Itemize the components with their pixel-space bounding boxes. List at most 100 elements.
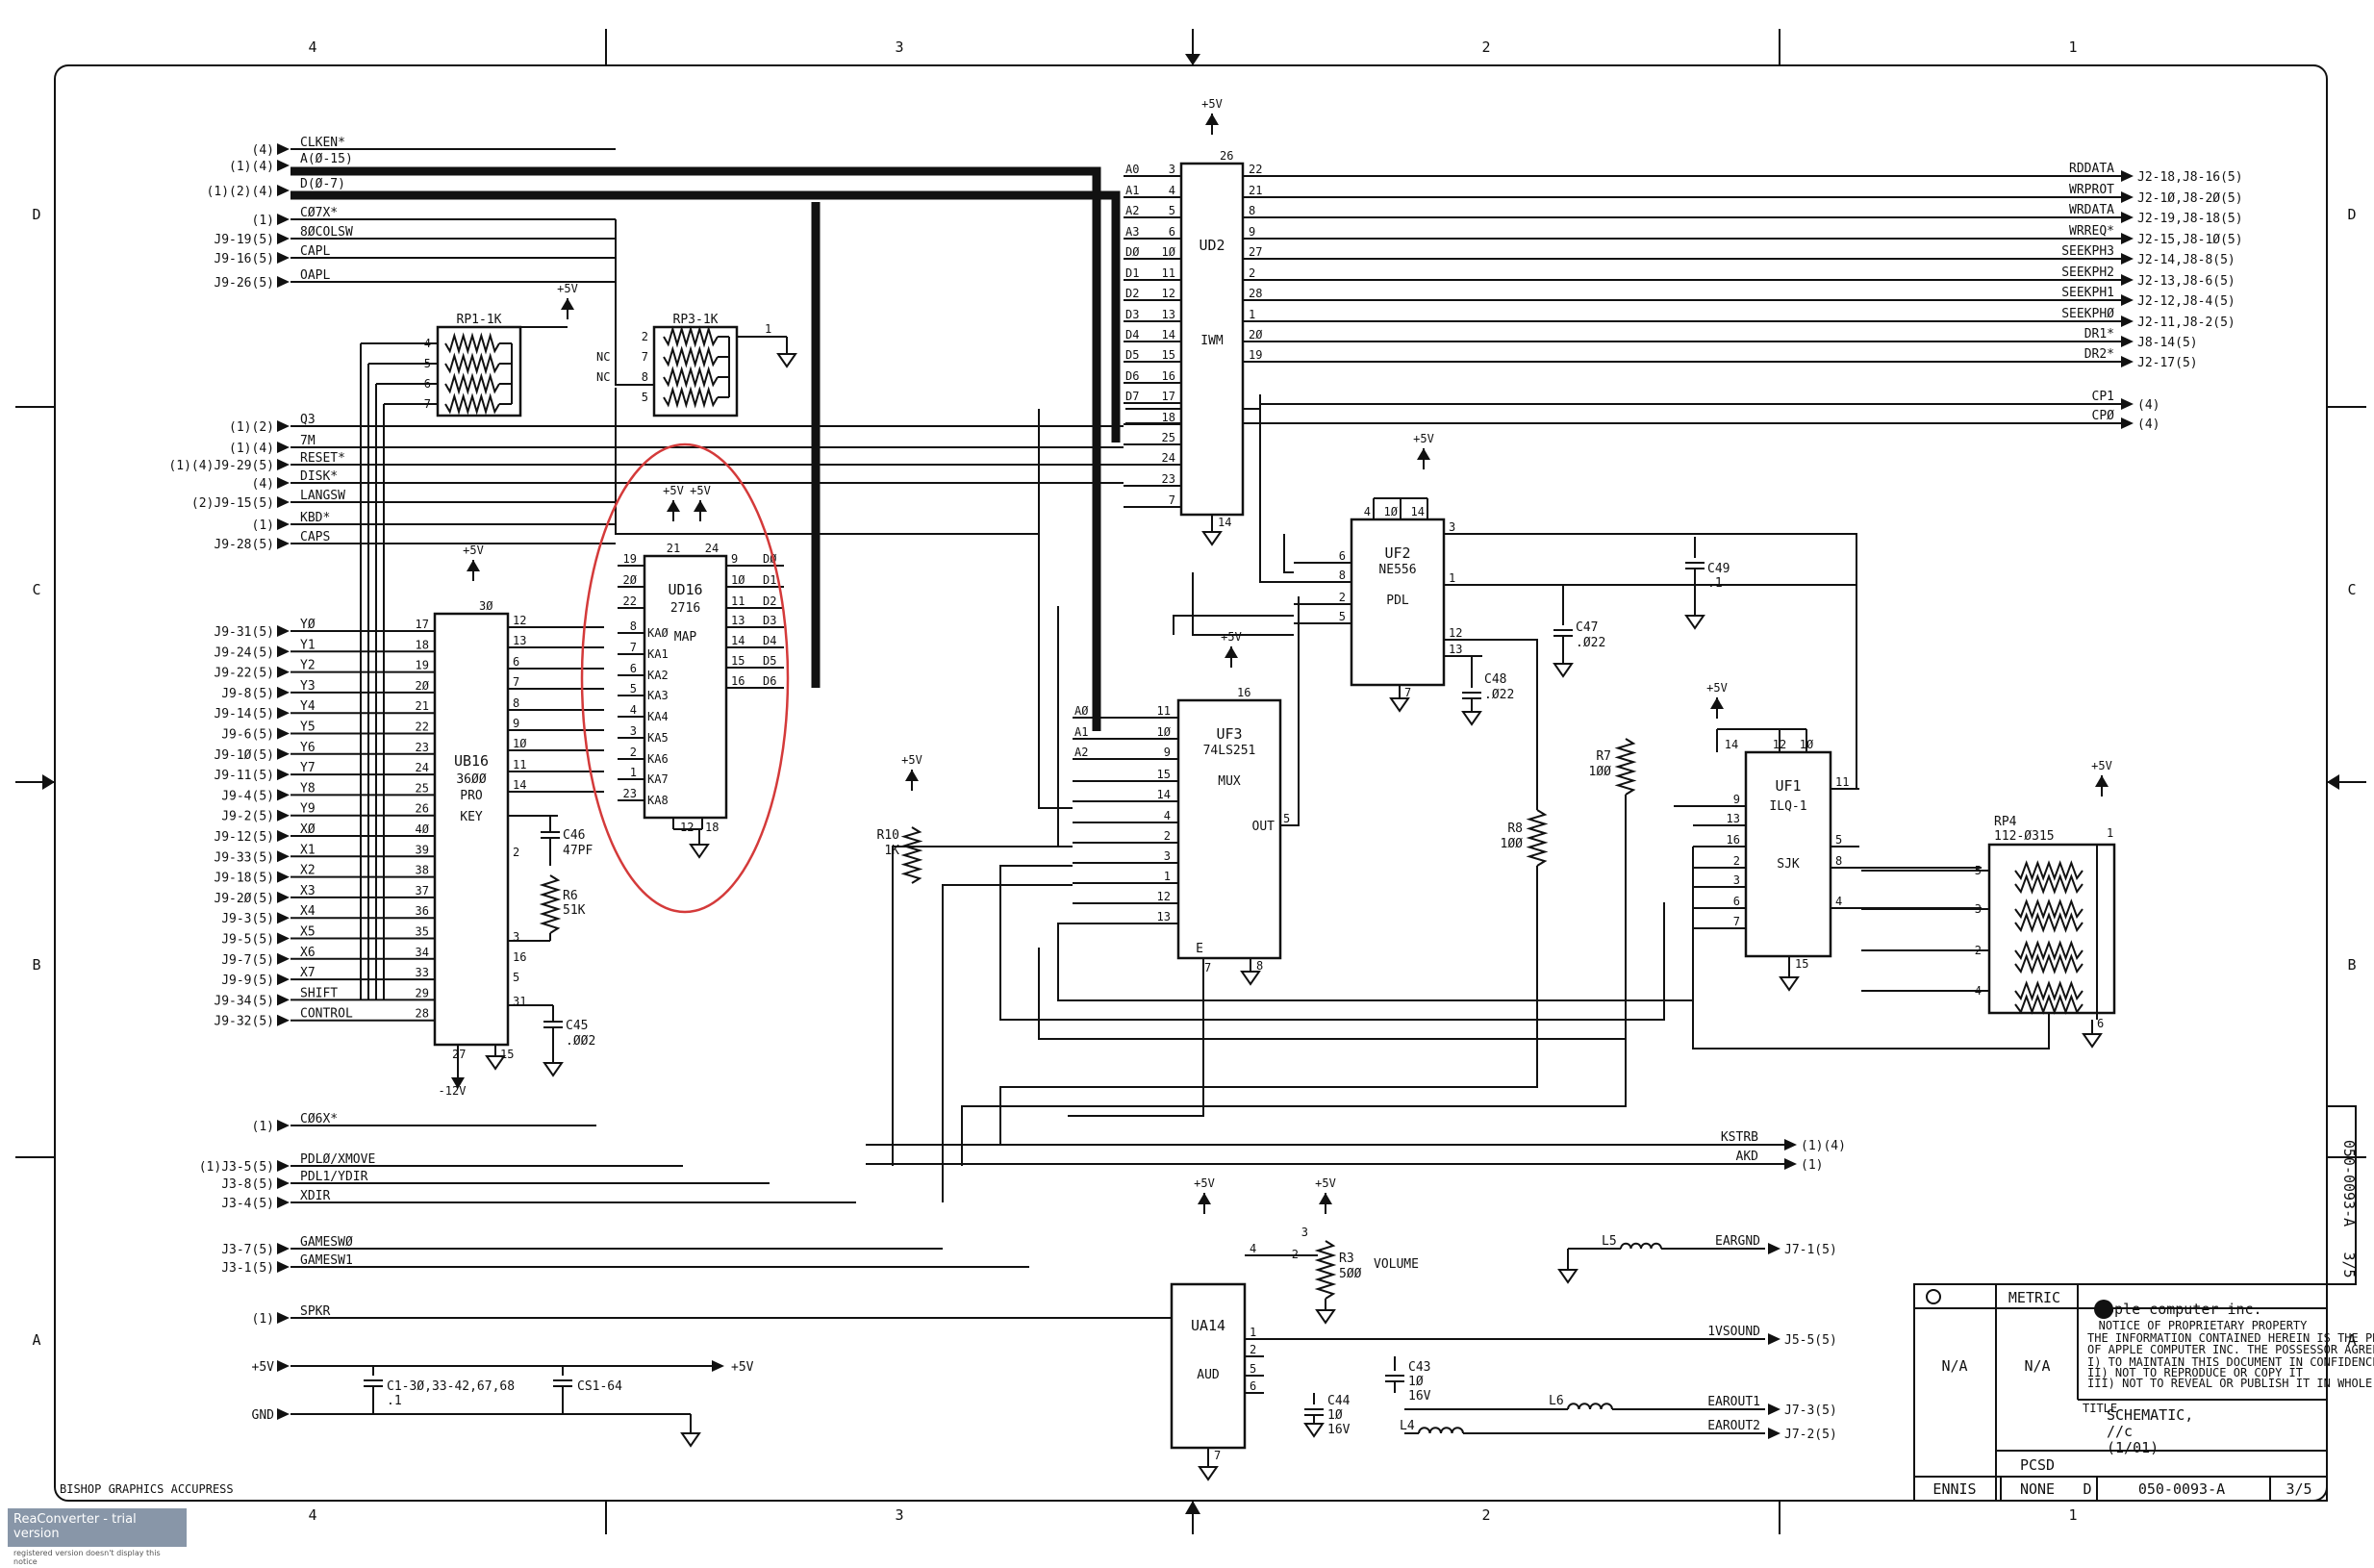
title-line-1: SCHEMATIC, [2107, 1406, 2193, 1424]
signal-ref: J9-34(5) [214, 994, 274, 1008]
signal-ref: (1)(2) [229, 420, 274, 435]
supply-label: -12V [439, 1084, 467, 1098]
notice-item: I) TO MAINTAIN THIS DOCUMENT IN CONFIDEN… [2087, 1355, 2374, 1369]
signal-ref: J9-8(5) [221, 687, 274, 701]
component-ref: VOLUME [1374, 1257, 1419, 1272]
pin-number: 29 [416, 986, 429, 999]
pin-number: 6 [1169, 225, 1175, 239]
pin-number: 14 [1411, 505, 1425, 518]
wire [1192, 572, 1294, 636]
pin-number: 14 [1162, 328, 1175, 341]
signal-name: XØ [300, 822, 316, 837]
pin-label: A1 [1074, 725, 1088, 739]
arrow-right-icon [1768, 1428, 1780, 1439]
pin-number: 2 [1292, 1248, 1299, 1261]
pin-number: 14 [1157, 788, 1171, 801]
signal-name: Y6 [300, 741, 316, 755]
row-label-right: A [2347, 1331, 2356, 1349]
arrow-right-icon [277, 871, 290, 883]
arrow-right-icon [277, 538, 290, 549]
chip-type: MAP [674, 630, 697, 645]
title-block [1913, 1283, 2328, 1502]
signal-ref: J9-14(5) [214, 707, 274, 721]
chip-ref: UF3 [1216, 725, 1242, 743]
signal-name: CLKEN* [300, 136, 345, 150]
signal-name: Y2 [300, 659, 316, 673]
pin-label: D5 [1125, 348, 1139, 362]
arrow-right-icon [2121, 233, 2134, 244]
zone-label-top: 1 [2068, 38, 2077, 56]
pin-number: 9 [731, 552, 738, 566]
pin-number: 1Ø [1162, 245, 1176, 259]
projection-symbol-icon [1926, 1289, 1941, 1304]
component-value: 1K [884, 844, 899, 858]
signal-dest: J2-13,J8-6(5) [2137, 274, 2235, 289]
signal-ref: J9-18(5) [214, 872, 274, 886]
arrow-right-icon [277, 459, 290, 470]
watermark-note: registered version doesn't display this … [8, 1547, 187, 1568]
pin-label: D1 [1125, 266, 1139, 280]
signal-name: WRDATA [2069, 203, 2114, 217]
arrow-right-icon [277, 625, 290, 637]
center-mark-icon [2327, 774, 2339, 790]
signal-name: 1VSOUND [1707, 1325, 1760, 1339]
row-label-right: B [2347, 956, 2356, 974]
signal-name: SPKR [300, 1304, 330, 1319]
pin-label: D4 [763, 634, 776, 647]
pin-number: 21 [667, 542, 680, 555]
supply-label: +5V [1706, 681, 1728, 695]
arrow-right-icon [277, 809, 290, 822]
pin-number: 24 [416, 761, 429, 774]
component-value: 1Ø [1408, 1375, 1424, 1389]
pin-number: 9 [1164, 746, 1171, 759]
pin-number: 3Ø [479, 599, 493, 613]
signal-ref: J3-7(5) [221, 1243, 274, 1257]
chip-type: AUD [1197, 1368, 1220, 1382]
pin-number: 7 [1214, 1449, 1221, 1462]
zone-label-bottom: 1 [2068, 1506, 2077, 1524]
signal-ref: J9-2Ø(5) [214, 892, 274, 906]
signal-name: CONTROL [300, 1007, 353, 1022]
pin-number: 2 [1733, 854, 1740, 868]
signal-dest: J2-17(5) [2137, 356, 2198, 370]
pin-number: 19 [416, 659, 429, 672]
ground-icon [2082, 1033, 2103, 1049]
ground-icon [1461, 711, 1482, 726]
ground-label: GND [252, 1408, 275, 1423]
chip-ref: UB16 [454, 752, 489, 770]
pin-number: 5 [642, 391, 648, 404]
component-value: 16V [1327, 1423, 1351, 1437]
signal-name: WRPROT [2069, 183, 2114, 197]
wire [961, 795, 1627, 1166]
arrow-right-icon [277, 707, 290, 720]
resistor-icon [2014, 898, 2084, 920]
pin-number: 5 [1339, 610, 1346, 623]
resistor-icon [2014, 953, 2084, 974]
supply-label: +5V [901, 753, 922, 767]
arrow-up-icon [905, 770, 919, 781]
chip-part: NE556 [1378, 563, 1416, 577]
arrow-right-icon [1784, 1139, 1797, 1151]
drawn-by: ENNIS [1932, 1480, 1976, 1498]
arrow-right-icon [277, 952, 290, 965]
arrow-right-icon [277, 666, 290, 678]
pin-number: 4 [1250, 1242, 1256, 1255]
ground-icon [1389, 697, 1410, 713]
signal-name: DR1* [2084, 327, 2114, 341]
ground-icon [680, 1432, 701, 1448]
inductor-icon [1620, 1242, 1662, 1250]
pin-number: 1 [1449, 571, 1455, 585]
supply-label: +5V [690, 484, 711, 497]
arrow-right-icon [277, 1261, 290, 1273]
pin-number: 2Ø [623, 573, 638, 587]
resistor-icon [444, 332, 500, 355]
pin-number: 19 [1249, 348, 1262, 362]
signal-name: OAPL [300, 268, 330, 283]
arrow-right-icon [277, 214, 290, 225]
signal-name: RESET* [300, 451, 345, 466]
pin-number: 7 [513, 675, 519, 689]
pin-number: 13 [1727, 812, 1740, 825]
component-ref: C1-3Ø,33-42,67,68 [387, 1379, 515, 1394]
pin-number: 3 [1301, 1226, 1308, 1239]
arrow-right-icon [277, 1197, 290, 1208]
